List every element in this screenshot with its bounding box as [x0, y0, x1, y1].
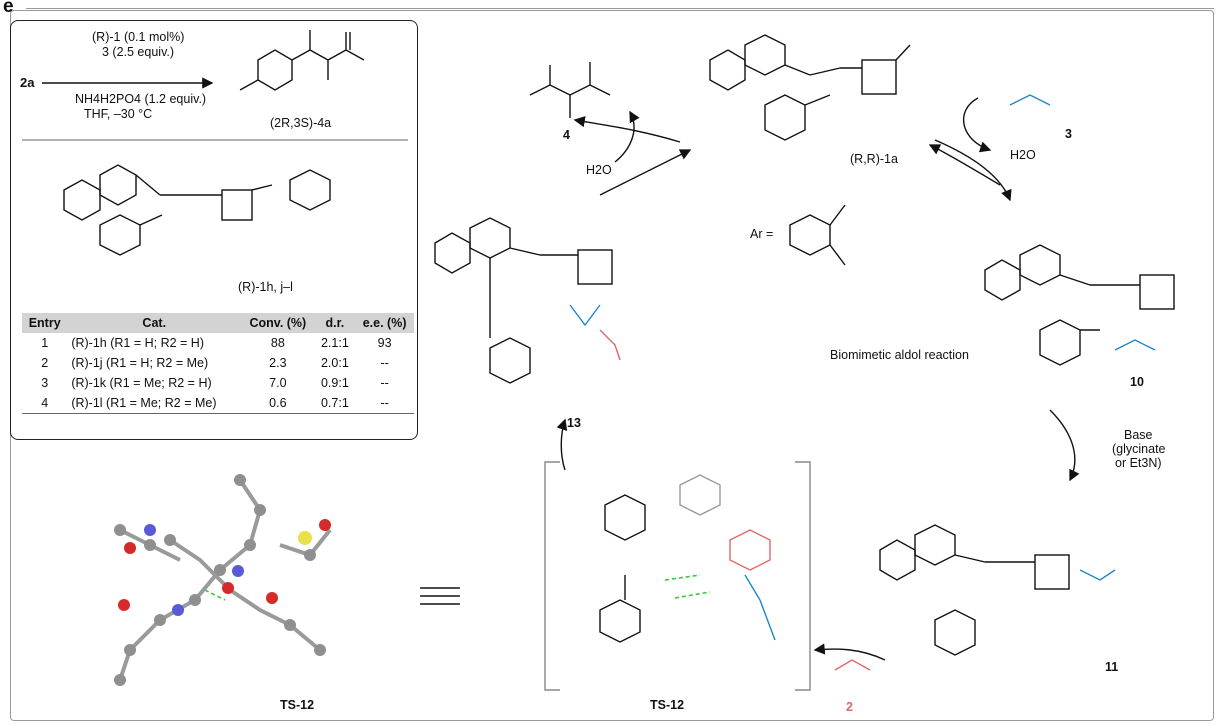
- cell: --: [380, 356, 389, 370]
- cell: 0.9:1: [320, 376, 349, 390]
- cell: --: [355, 393, 414, 414]
- condition-3: NH4H2PO4 (1.2 equiv.): [75, 92, 207, 106]
- cell: 2: [41, 356, 49, 370]
- water-out-label: H2O: [1010, 148, 1036, 162]
- water-in-label: H2O: [586, 163, 612, 177]
- catalyst-1h-structure: [63, 164, 331, 256]
- panel-letter: e: [3, 0, 14, 17]
- aldehyde-fragments: [599, 329, 871, 671]
- cell: 4: [22, 393, 68, 414]
- cell: 88: [270, 336, 285, 350]
- cell: (R)-1k (R1 = Me; R2 = H): [71, 376, 212, 390]
- ar-group-structure: [789, 204, 846, 266]
- center-label: Biomimetic aldol reaction: [830, 348, 969, 362]
- table-header-row: Entry Cat. Conv. (%) d.r. e.e. (%): [22, 313, 414, 333]
- cell: (R)-1l (R1 = Me; R2 = Me): [67, 393, 242, 414]
- xray-structure: [114, 474, 332, 686]
- xray-label: TS-12: [280, 698, 315, 712]
- col-ee: e.e. (%): [355, 313, 414, 333]
- cell: 7.0: [269, 376, 287, 390]
- reactant-2a: 2a: [20, 75, 35, 90]
- base-label-1: Base: [1124, 428, 1153, 442]
- ts12-structure: [599, 474, 771, 643]
- product-4a-label: (2R,3S)-4a: [270, 116, 332, 130]
- cell: 0.7:1: [314, 393, 356, 414]
- cell: 2.3: [269, 356, 287, 370]
- compound-10-label: 10: [1130, 375, 1144, 389]
- inset-box: [10, 20, 418, 440]
- ts12-label: TS-12: [650, 698, 685, 712]
- catalyst-1a-label: (R,R)-1a: [850, 152, 898, 166]
- cell: 1: [41, 336, 49, 350]
- compound-13-structure: [434, 217, 613, 384]
- compound-13-label: 13: [567, 416, 581, 430]
- col-dr: d.r.: [314, 313, 356, 333]
- condition-4: THF, –30 °C: [84, 107, 153, 121]
- cell: (R)-1j (R1 = H; R2 = Me): [71, 356, 209, 370]
- top-rule: [26, 8, 1214, 9]
- col-conv: Conv. (%): [241, 313, 315, 333]
- catalyst-label: (R)-1h, j–l: [238, 280, 293, 294]
- condition-1: (R)-1 (0.1 mol%): [92, 30, 185, 44]
- glycine-fragments: [569, 94, 1156, 641]
- compound-11-structure: [879, 524, 1070, 656]
- ar-label: Ar =: [750, 227, 774, 241]
- catalyst-1a-structure: [709, 34, 911, 141]
- condition-2: 3 (2.5 equiv.): [102, 45, 175, 59]
- compound-10-structure: [984, 244, 1175, 366]
- hbond-lines: [204, 574, 711, 601]
- cell: 93: [377, 336, 392, 350]
- compound-3-label: 3: [1065, 127, 1072, 141]
- table-row: 3 (R)-1k (R1 = Me; R2 = H) 7.0 0.9:1 --: [22, 373, 414, 393]
- col-cat: Cat.: [67, 313, 242, 333]
- compound-4-structure: [529, 62, 611, 118]
- compound-11-label: 11: [1105, 660, 1119, 674]
- compound-4-label: 4: [563, 128, 570, 142]
- cell: 0.6: [241, 393, 315, 414]
- base-label-3: or Et3N): [1115, 456, 1162, 470]
- cell: 2.0:1: [320, 356, 349, 370]
- entry-table: Entry Cat. Conv. (%) d.r. e.e. (%) 1 (R)…: [22, 313, 414, 414]
- cell: (R)-1h (R1 = H; R2 = H): [71, 336, 204, 350]
- compound-2-label: 2: [846, 700, 853, 714]
- cell: --: [380, 376, 389, 390]
- col-entry: Entry: [22, 313, 68, 333]
- table-row: 1 (R)-1h (R1 = H; R2 = H) 88 2.1:1 93: [22, 333, 414, 353]
- base-label-2: (glycinate: [1112, 442, 1166, 456]
- table-row: 2 (R)-1j (R1 = H; R2 = Me) 2.3 2.0:1 --: [22, 353, 414, 373]
- table-row: 4 (R)-1l (R1 = Me; R2 = Me) 0.6 0.7:1 --: [22, 393, 414, 414]
- cell: 2.1:1: [320, 336, 349, 350]
- cell: 3: [41, 376, 49, 390]
- product-4a-structure: [239, 30, 365, 91]
